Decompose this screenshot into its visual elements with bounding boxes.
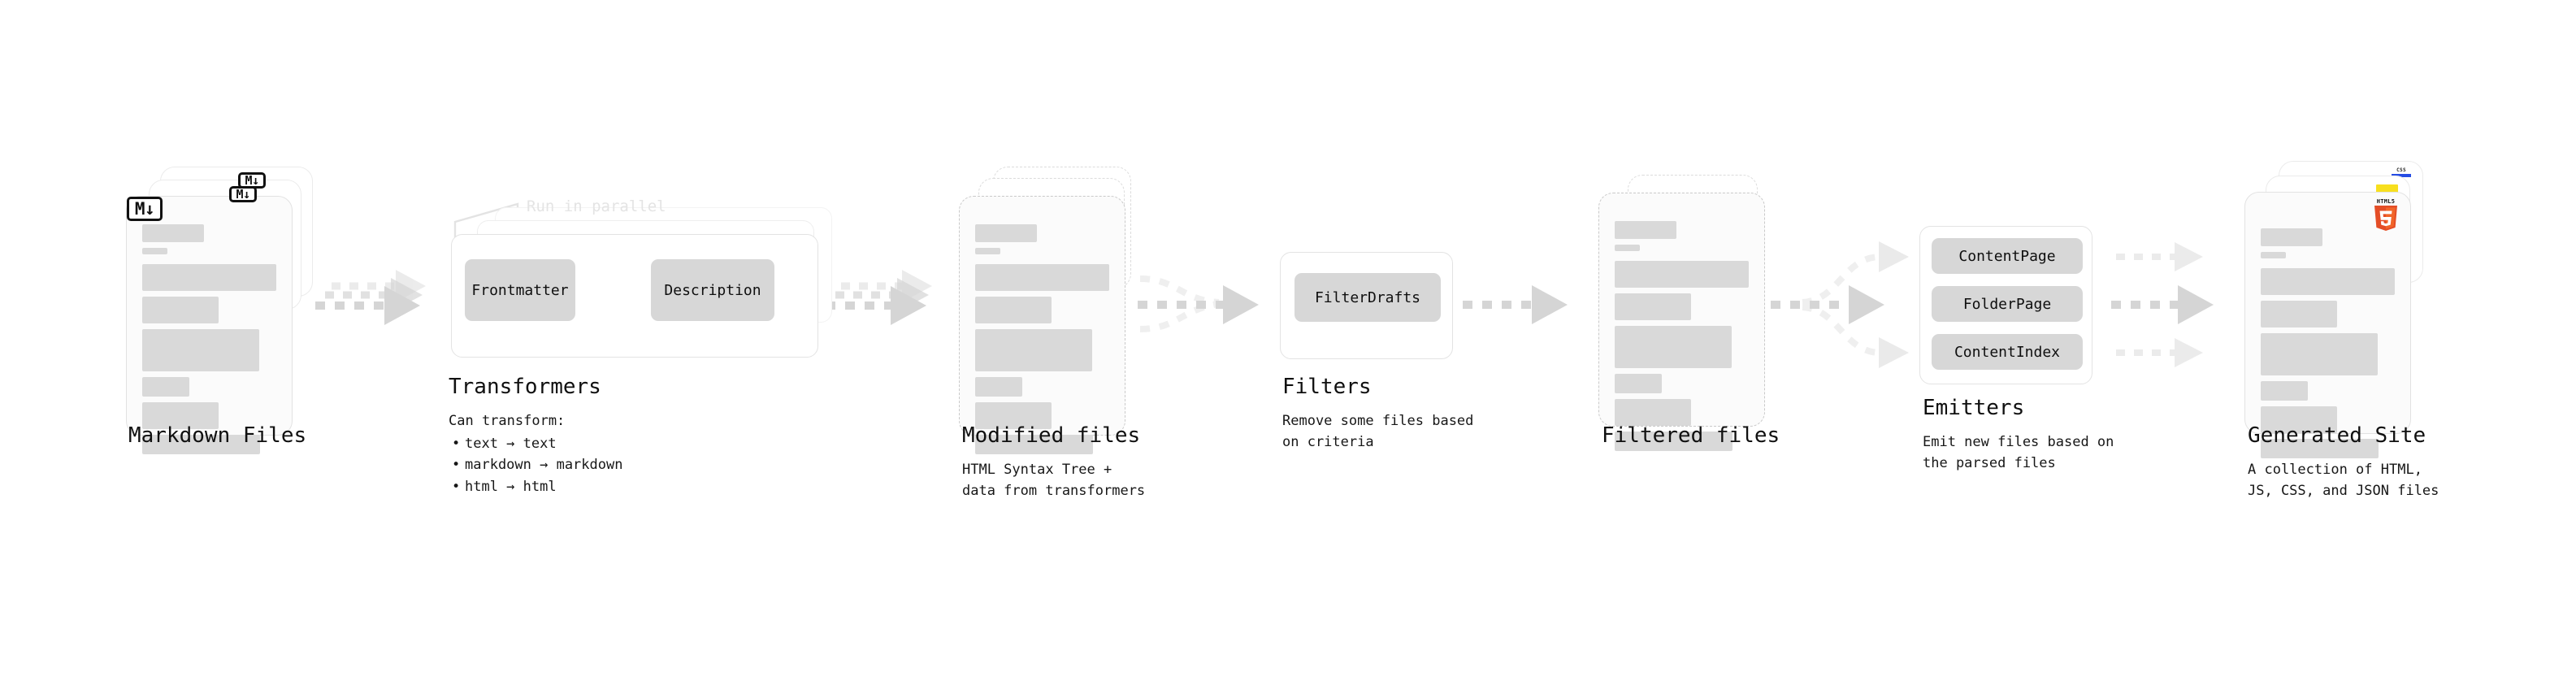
markdown-files-title: Markdown Files [128,423,307,448]
skeleton-bar [142,329,259,371]
skeleton-bar [2261,406,2338,433]
arrow-filters-to-filtered [1463,285,1568,324]
arrow-modified-to-filters [1138,275,1259,332]
skeleton-bar [1615,374,1662,393]
generated-site-sub-1: JS, CSS, and JSON files [2248,482,2439,499]
skeleton-bar [2261,333,2378,375]
css3-icon: CSS [2392,167,2411,180]
modified-files-sub-1: data from transformers [962,482,1146,499]
transformer-chip-description[interactable]: Description [651,259,774,321]
skeleton-bar [1615,261,1749,288]
markdown-icon-mid: M↓ [229,186,257,202]
generated-site-description: A collection of HTML, JS, CSS, and JSON … [2248,459,2439,502]
skeleton-bar [2261,439,2379,458]
skeleton-bar [975,329,1092,371]
skeleton-bar [142,248,168,254]
skeleton-bar [2261,301,2338,327]
skeleton-bar [1615,326,1732,368]
skeleton-bar [975,377,1022,397]
arrow-markdown-to-transformers [315,270,426,325]
filters-title: Filters [1282,375,1372,399]
generated-site-sub-0: A collection of HTML, [2248,461,2422,478]
html5-icon: HTML5 [2372,198,2400,232]
markdown-file-card-front: M↓ [126,196,293,454]
emitters-sub-0: Emit new files based on [1923,433,2114,450]
modified-files-description: HTML Syntax Tree + data from transformer… [962,459,1145,502]
transformers-group: Frontmatter Description [443,207,849,358]
emitters-title: Emitters [1923,396,2025,420]
modified-files-sub-0: HTML Syntax Tree + [962,461,1112,478]
caption-markdown-files: Markdown Files [128,424,306,448]
filters-sub-0: Remove some files based [1282,412,1474,429]
transformers-bullet-2: html → html [452,476,622,498]
caption-generated-site: Generated Site A collection of HTML, JS,… [2248,424,2439,501]
markdown-skeleton-body [142,224,276,460]
css3-icon-label: CSS [2392,167,2411,174]
modified-file-card-front [959,196,1125,454]
skeleton-bar [1615,221,1676,239]
transformer-chip-frontmatter[interactable]: Frontmatter [465,259,575,321]
skeleton-bar [2261,252,2287,258]
generated-site-card-html: HTML5 [2244,192,2411,458]
markdown-icon: M↓ [127,197,163,221]
skeleton-bar [1615,245,1641,251]
html5-icon-label: HTML5 [2376,198,2396,205]
caption-filtered-files: Filtered files [1602,424,1780,448]
filtered-file-card-front [1598,193,1765,451]
emitter-chip-contentindex[interactable]: ContentIndex [1932,334,2083,370]
filtered-files-title: Filtered files [1602,423,1780,448]
transformers-description: Can transform: text → text markdown → ma… [449,410,623,498]
emitter-chip-folderpage[interactable]: FolderPage [1932,286,2083,322]
modified-files-stack [959,167,1146,454]
modified-files-title: Modified files [962,423,1141,448]
html5-shield-glyph [2374,206,2397,231]
emitter-chip-contentpage[interactable]: ContentPage [1932,238,2083,274]
skeleton-bar [1615,399,1692,426]
generated-site-skeleton-body [2261,228,2395,464]
modified-skeleton-body [975,224,1109,460]
filters-panel[interactable]: FilterDrafts [1280,252,1453,359]
generated-site-title: Generated Site [2248,423,2426,448]
caption-transformers: Transformers Can transform: text → text … [449,375,622,497]
emitters-sub-1: the parsed files [1923,454,2056,471]
generated-site-stack: CSS HTML5 [2244,161,2439,458]
run-in-parallel-label: Run in parallel [527,197,666,215]
filter-chip-filterdrafts[interactable]: FilterDrafts [1295,273,1441,322]
skeleton-bar [2261,228,2322,246]
transformer-panel-front[interactable]: Frontmatter Description [451,234,818,358]
caption-modified-files: Modified files HTML Syntax Tree + data f… [962,424,1145,501]
emitters-description: Emit new files based on the parsed files [1923,432,2114,475]
skeleton-bar [975,224,1037,242]
skeleton-bar [975,264,1109,291]
emitters-panel[interactable]: ContentPage FolderPage ContentIndex [1919,226,2092,384]
transformers-bullet-1: markdown → markdown [452,454,623,476]
transformers-bullet-0: text → text [452,433,622,455]
skeleton-bar [142,377,189,397]
skeleton-bar [975,248,1001,254]
skeleton-bar [975,402,1052,429]
markdown-files-stack: M↓ [126,167,313,454]
transformers-title: Transformers [449,375,601,399]
filtered-skeleton-body [1615,221,1749,457]
skeleton-bar [1615,293,1692,320]
transformers-sub-heading: Can transform: [449,412,566,429]
arrow-emitters-to-site [2111,242,2214,367]
caption-emitters: Emitters Emit new files based on the par… [1923,397,2114,474]
skeleton-bar [142,224,204,242]
filters-description: Remove some files based on criteria [1282,410,1473,453]
skeleton-bar [2261,268,2395,295]
filters-sub-1: on criteria [1282,433,1374,450]
skeleton-bar [142,402,219,429]
caption-filters: Filters Remove some files based on crite… [1282,375,1473,453]
skeleton-bar [2261,381,2308,401]
skeleton-bar [1615,432,1733,451]
filtered-files-stack [1598,175,1785,451]
transformers-bullet-list: text → text markdown → markdown html → h… [449,433,623,498]
skeleton-bar [142,297,219,323]
skeleton-bar [142,435,261,454]
skeleton-bar [975,435,1094,454]
skeleton-bar [142,264,276,291]
skeleton-bar [975,297,1052,323]
